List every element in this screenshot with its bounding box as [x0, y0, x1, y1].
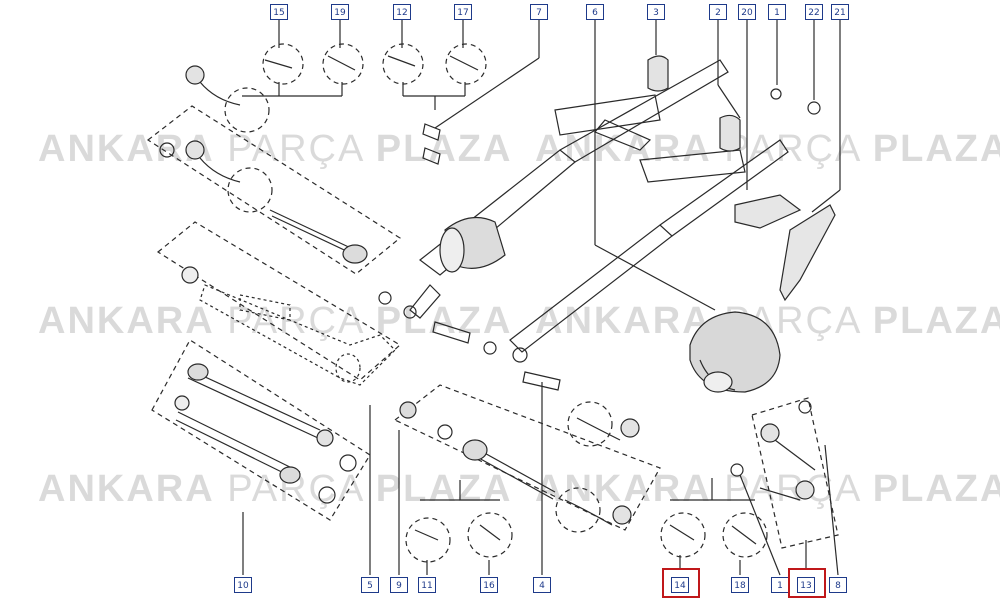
callout-2[interactable]: 2 [709, 4, 727, 20]
callout-7[interactable]: 7 [530, 4, 548, 20]
washer [181, 266, 199, 284]
callout-16[interactable]: 16 [480, 577, 498, 593]
callout-3[interactable]: 3 [647, 4, 665, 20]
callout-5[interactable]: 5 [361, 577, 379, 593]
highlight-14 [662, 568, 700, 598]
tie-rods-left [174, 363, 357, 504]
callout-12[interactable]: 12 [393, 4, 411, 20]
inner-rods-right [399, 401, 757, 545]
steering-rack [199, 284, 396, 386]
callout-22[interactable]: 22 [805, 4, 823, 20]
callout-11[interactable]: 11 [418, 577, 436, 593]
callout-9[interactable]: 9 [390, 577, 408, 593]
steering-column-lower [483, 88, 821, 391]
dashed-groups [146, 43, 839, 563]
callout-18[interactable]: 18 [731, 577, 749, 593]
callout-20[interactable]: 20 [738, 4, 756, 20]
callout-17[interactable]: 17 [454, 4, 472, 20]
highlight-13 [788, 568, 826, 598]
callout-15[interactable]: 15 [270, 4, 288, 20]
callout-21[interactable]: 21 [831, 4, 849, 20]
callout-19[interactable]: 19 [331, 4, 349, 20]
callout-4[interactable]: 4 [533, 577, 551, 593]
bracket-parts [734, 194, 836, 302]
callout-8[interactable]: 8 [829, 577, 847, 593]
callout-14[interactable]: 14 [671, 577, 689, 593]
tie-rod-ends-top [159, 55, 479, 264]
tie-rod-right-13 [730, 400, 816, 501]
callout-6[interactable]: 6 [586, 4, 604, 20]
callout-1-bottom[interactable]: 1 [771, 577, 789, 593]
steering-column-upper [378, 55, 729, 344]
callout-10[interactable]: 10 [234, 577, 252, 593]
rubber-boot [689, 311, 781, 393]
callout-13[interactable]: 13 [797, 577, 815, 593]
callout-1-top[interactable]: 1 [768, 4, 786, 20]
